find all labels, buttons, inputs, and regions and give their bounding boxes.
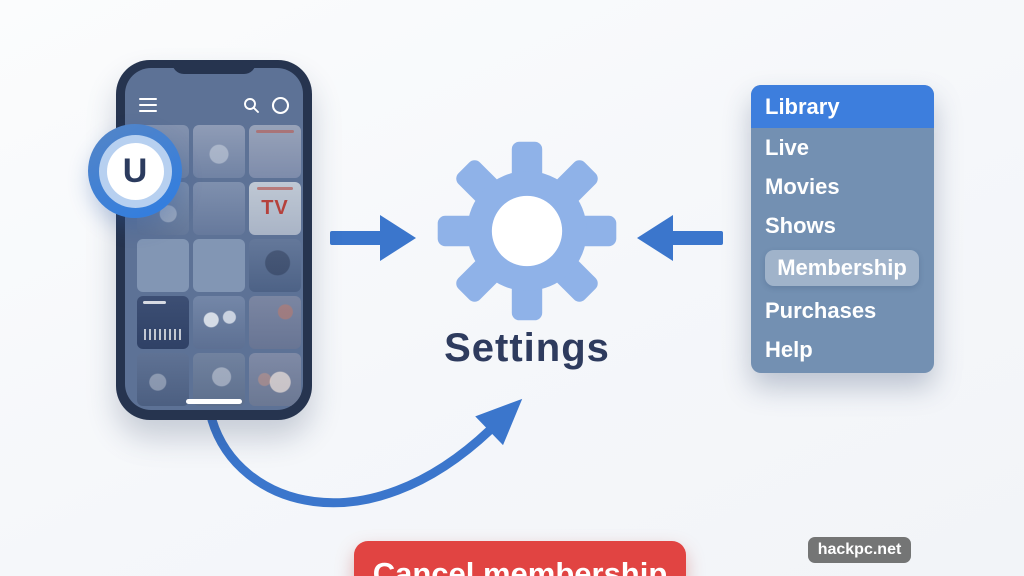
membership-highlight[interactable]: Membership — [765, 250, 919, 286]
arrow-right-icon — [330, 215, 416, 261]
poster-tile — [137, 239, 189, 292]
poster-tile — [193, 353, 245, 406]
watermark-badge: hackpc.net — [808, 537, 911, 563]
menu-item-help[interactable]: Help — [765, 336, 813, 362]
cancel-membership-button[interactable]: Cancel membership — [354, 541, 686, 576]
search-icon[interactable] — [243, 97, 260, 114]
settings-menu-panel: Library Live Movies Shows Membership Pur… — [751, 85, 934, 373]
poster-tile — [193, 239, 245, 292]
poster-tile — [137, 353, 189, 406]
curved-arrow-icon — [207, 398, 523, 508]
phone-topbar — [139, 94, 290, 116]
phone-mockup: TV — [116, 60, 312, 420]
poster-tile — [249, 239, 301, 292]
menu-item-shows[interactable]: Shows — [765, 212, 836, 238]
menu-item-purchases[interactable]: Purchases — [765, 297, 877, 323]
phone-notch — [172, 60, 256, 74]
gear-icon — [437, 141, 617, 321]
menu-item-movies[interactable]: Movies — [765, 173, 840, 199]
app-brand-badge: U — [88, 124, 182, 218]
poster-tile — [193, 182, 245, 235]
arrow-left-icon — [637, 215, 723, 261]
poster-tile — [193, 125, 245, 178]
home-indicator — [186, 399, 242, 404]
menu-item-live[interactable]: Live — [765, 134, 810, 160]
poster-tile — [249, 296, 301, 349]
tv-logo: TV — [261, 197, 289, 219]
phone-screen: TV — [125, 68, 303, 410]
menu-item-membership[interactable]: Membership — [751, 245, 934, 291]
poster-tile-tv: TV — [249, 182, 301, 235]
profile-icon[interactable] — [271, 96, 290, 115]
poster-tile — [249, 125, 301, 178]
menu-icon[interactable] — [139, 97, 157, 113]
brand-letter: U — [106, 142, 164, 200]
poster-tile — [193, 296, 245, 349]
menu-item-library[interactable]: Library — [751, 85, 934, 128]
settings-label: Settings — [444, 326, 610, 370]
poster-tile — [249, 353, 301, 406]
poster-tile — [137, 296, 189, 349]
